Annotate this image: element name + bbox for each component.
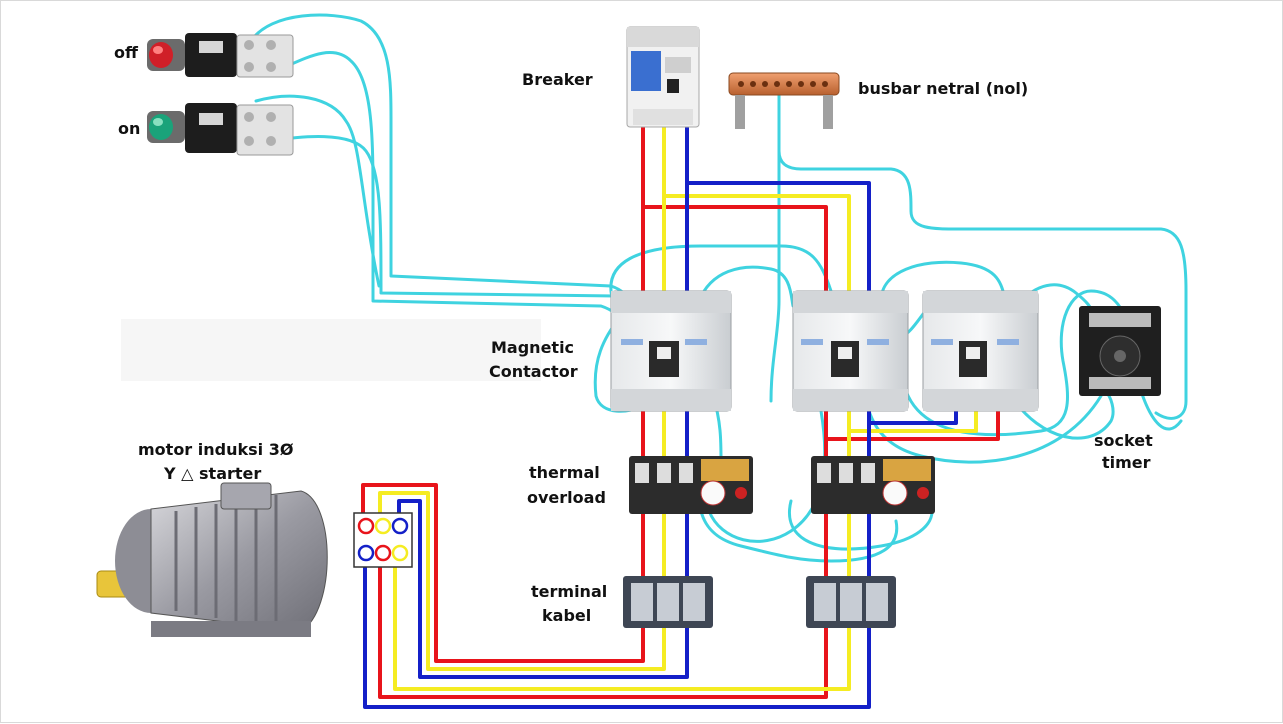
thermal-label-line1: thermal <box>529 463 600 482</box>
motor-terminal-box <box>353 512 413 568</box>
on-push-button <box>147 103 294 156</box>
thermal-overload-2 <box>811 456 935 514</box>
socket-timer <box>1079 306 1161 396</box>
terminal-block-2 <box>806 576 896 628</box>
socket-label-line2: timer <box>1102 453 1151 472</box>
thermal-label-line2: overload <box>527 488 606 507</box>
off-push-button <box>147 33 294 78</box>
breaker-label: Breaker <box>522 70 593 89</box>
magnetic-contactor-2 <box>792 290 909 412</box>
magnetic-contactor-3 <box>922 290 1039 412</box>
on-label: on <box>118 119 141 138</box>
thermal-overload-1 <box>629 456 753 514</box>
terminal-label-line1: terminal <box>531 582 608 601</box>
motor-label-line2: Y △ starter <box>164 464 262 483</box>
induction-motor <box>96 482 328 637</box>
background-panel <box>121 319 541 381</box>
contactor-label-line1: Magnetic <box>491 338 575 357</box>
busbar <box>728 72 840 129</box>
motor-label-line1: motor induksi 3Ø <box>138 440 294 459</box>
terminal-label-line2: kabel <box>542 606 592 625</box>
terminal-block-1 <box>623 576 713 628</box>
breaker <box>626 26 700 128</box>
busbar-label: busbar netral (nol) <box>858 79 1029 98</box>
socket-label-line1: socket <box>1094 431 1153 450</box>
magnetic-contactor-1 <box>610 290 732 412</box>
off-label: off <box>114 43 138 62</box>
contactor-label-line2: Contactor <box>489 362 578 381</box>
